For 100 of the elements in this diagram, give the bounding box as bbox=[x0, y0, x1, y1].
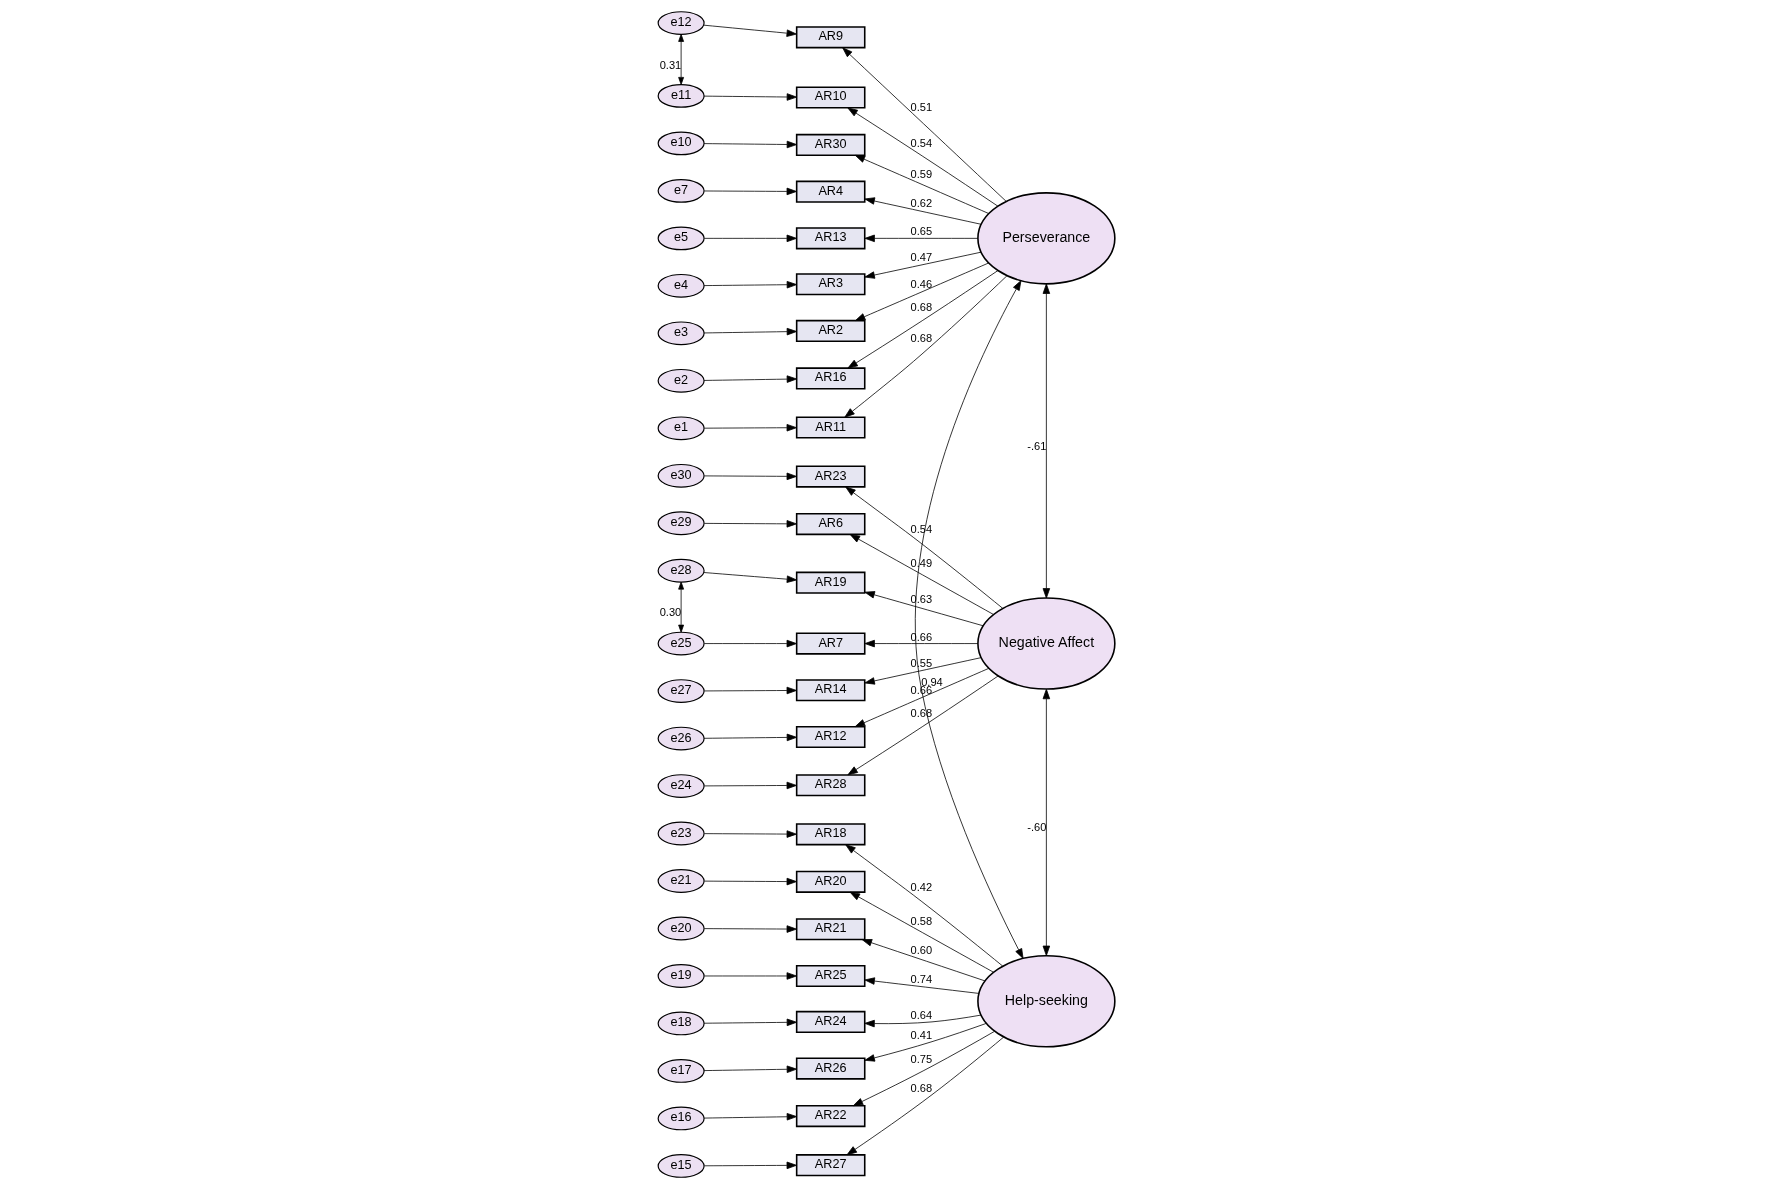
node-box: AR7 bbox=[795, 632, 866, 655]
arrow bbox=[847, 675, 999, 776]
arrow bbox=[844, 486, 1003, 609]
node-ellipse: e11 bbox=[657, 83, 705, 108]
arrow bbox=[703, 93, 797, 101]
edge-label: 0.55 bbox=[910, 657, 932, 670]
node-box: AR16 bbox=[795, 367, 866, 390]
node-ellipse: e19 bbox=[657, 964, 705, 988]
arrow bbox=[677, 581, 684, 633]
edge-label: 0.68 bbox=[910, 1081, 932, 1094]
edge-label: 0.74 bbox=[910, 973, 932, 986]
arrow bbox=[703, 472, 797, 481]
node-ellipse: e5 bbox=[657, 226, 705, 251]
arrow bbox=[847, 270, 998, 369]
node-ellipse: e16 bbox=[657, 1106, 705, 1131]
edge-label: 0.62 bbox=[910, 196, 932, 209]
node-ellipse: e4 bbox=[657, 273, 705, 298]
arrow bbox=[702, 24, 797, 37]
node-box: AR10 bbox=[795, 86, 866, 109]
arrow bbox=[703, 686, 797, 695]
node-ellipse: e24 bbox=[657, 774, 705, 798]
node-ellipse: e1 bbox=[657, 416, 705, 441]
edge-label: 0.31 bbox=[659, 58, 681, 71]
arrow bbox=[703, 877, 797, 886]
node-box: AR9 bbox=[795, 26, 866, 49]
arrow bbox=[864, 657, 982, 685]
edge-label: 0.68 bbox=[910, 301, 932, 314]
node-box: AR14 bbox=[795, 679, 866, 702]
arrow bbox=[703, 520, 797, 528]
arrow bbox=[703, 972, 797, 980]
arrow bbox=[677, 33, 684, 85]
edge-label: 0.60 bbox=[910, 943, 932, 956]
arrow bbox=[864, 197, 982, 225]
arrow bbox=[703, 1113, 797, 1121]
arrow bbox=[854, 667, 989, 727]
arrow bbox=[914, 280, 1023, 959]
node-box: AR2 bbox=[795, 319, 866, 343]
node-box: AR18 bbox=[795, 823, 866, 846]
edge-label: 0.58 bbox=[910, 914, 932, 927]
edge-label: 0.46 bbox=[910, 277, 932, 290]
node-ellipse: e25 bbox=[657, 631, 705, 656]
node-ellipse: e3 bbox=[657, 321, 705, 346]
edge-label: 0.65 bbox=[910, 225, 932, 238]
edge-label: 0.64 bbox=[910, 1008, 932, 1021]
node-ellipse: e23 bbox=[657, 821, 705, 846]
arrow bbox=[864, 591, 984, 627]
node-ellipse: e26 bbox=[657, 726, 705, 751]
arrow bbox=[864, 977, 979, 994]
arrow bbox=[703, 234, 797, 243]
node-box: AR22 bbox=[795, 1105, 866, 1128]
edge-label: 0.68 bbox=[910, 707, 932, 720]
arrow bbox=[703, 424, 797, 432]
arrow bbox=[846, 1036, 1004, 1156]
edge-label: 0.54 bbox=[910, 522, 932, 535]
arrow bbox=[843, 275, 1007, 418]
arrow bbox=[703, 375, 797, 383]
arrow bbox=[703, 639, 797, 648]
node-box: AR24 bbox=[795, 1010, 866, 1033]
arrow bbox=[703, 830, 797, 838]
edge-label: -.60 bbox=[1026, 821, 1046, 834]
arrow bbox=[703, 281, 797, 289]
node-box: AR25 bbox=[795, 964, 866, 988]
edge-label: -.61 bbox=[1026, 439, 1046, 452]
node-box: AR3 bbox=[795, 273, 866, 296]
edge-label: 0.41 bbox=[910, 1028, 932, 1041]
edge-label: 0.63 bbox=[910, 593, 932, 606]
node-box: AR21 bbox=[795, 918, 866, 941]
arrow bbox=[703, 1065, 797, 1073]
arrow bbox=[1042, 283, 1050, 599]
arrow bbox=[703, 572, 797, 583]
arrow bbox=[863, 1014, 981, 1028]
node-box: AR19 bbox=[795, 571, 866, 594]
node-ellipse: Perseverance bbox=[976, 192, 1116, 285]
node-ellipse: e7 bbox=[657, 178, 705, 203]
arrow bbox=[847, 107, 998, 207]
node-ellipse: e10 bbox=[657, 131, 705, 156]
arrow bbox=[841, 47, 1006, 202]
arrow bbox=[864, 234, 978, 243]
arrow bbox=[849, 891, 994, 973]
edge-label: 0.49 bbox=[910, 556, 932, 569]
arrow bbox=[844, 844, 1003, 967]
arrow bbox=[703, 733, 797, 742]
edge-label: 0.94 bbox=[920, 675, 943, 688]
node-box: AR27 bbox=[795, 1154, 866, 1177]
arrow bbox=[864, 639, 978, 648]
node-box: AR4 bbox=[795, 180, 866, 203]
arrow bbox=[854, 154, 989, 214]
node-box: AR28 bbox=[795, 774, 866, 797]
edge-label: 0.30 bbox=[659, 606, 681, 619]
arrow bbox=[703, 781, 797, 790]
edge-label: 0.51 bbox=[910, 101, 932, 114]
arrow bbox=[849, 534, 994, 615]
node-ellipse: e28 bbox=[657, 558, 705, 583]
node-box: AR12 bbox=[795, 725, 866, 749]
node-box: AR30 bbox=[795, 133, 866, 157]
node-ellipse: Negative Affect bbox=[976, 597, 1116, 690]
arrow bbox=[703, 327, 797, 336]
node-ellipse: e30 bbox=[657, 463, 705, 488]
arrow bbox=[852, 1030, 995, 1107]
node-ellipse: e17 bbox=[657, 1059, 705, 1083]
